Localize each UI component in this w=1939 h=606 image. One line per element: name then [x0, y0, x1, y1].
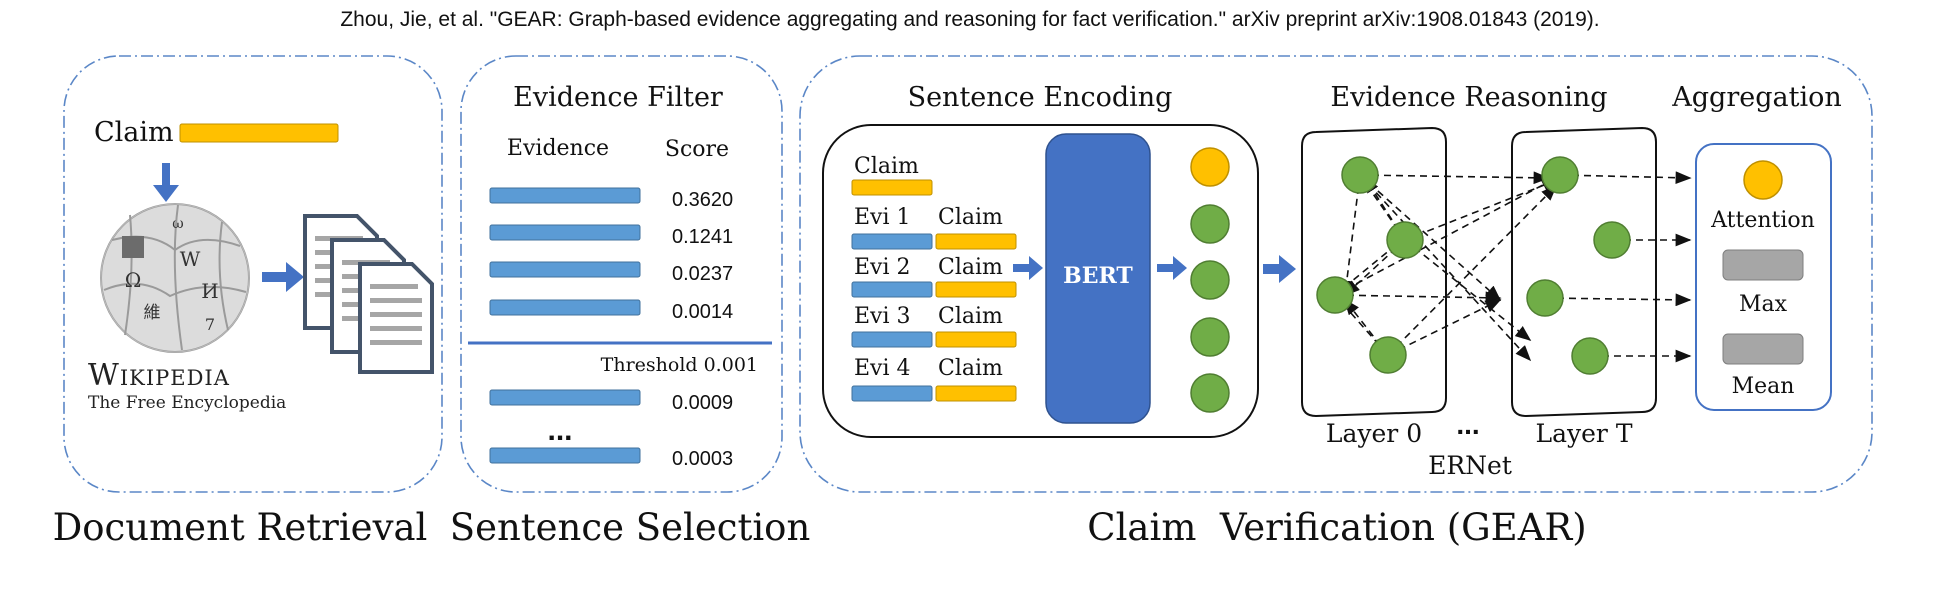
wikipedia-globe-icon: Ω W И 維 7 ω — [100, 203, 250, 353]
evidence-bar — [489, 261, 641, 278]
claim-bar — [935, 385, 1017, 402]
encoder-claim-label: Claim — [854, 154, 919, 179]
right-arrow-icon — [1013, 256, 1043, 280]
svg-text:W: W — [180, 247, 201, 271]
evidence-bar — [851, 331, 933, 348]
threshold-label: Threshold 0.001 — [601, 354, 758, 376]
wikipedia-tagline: The Free Encyclopedia — [88, 393, 286, 413]
bert-label: BERT — [1063, 263, 1133, 289]
mean-pool-block — [1722, 333, 1804, 365]
attention-label: Attention — [1710, 208, 1815, 233]
graph-node — [1526, 279, 1564, 317]
evidence-embedding-node — [1190, 260, 1230, 300]
evidence-embedding-node — [1190, 317, 1230, 357]
claim-verification-caption: Claim Verification (GEAR) — [1087, 506, 1586, 549]
graph-node — [1593, 221, 1631, 259]
evidence-label: Evi 1 — [854, 205, 911, 230]
svg-text:Ω: Ω — [125, 268, 142, 292]
evidence-filter-title: Evidence Filter — [513, 82, 723, 113]
evidence-bar — [851, 281, 933, 298]
wikipedia-wordmark: Wikipedia — [88, 358, 230, 393]
svg-text:維: 維 — [144, 303, 161, 323]
bert-block — [1045, 133, 1151, 424]
aggregation-title: Aggregation — [1671, 82, 1841, 113]
evidence-bar — [851, 385, 933, 402]
claim-bar — [851, 179, 933, 196]
graph-node — [1316, 276, 1354, 314]
svg-text:ω: ω — [172, 216, 183, 232]
pair-claim-label: Claim — [938, 205, 1003, 230]
graph-node — [1341, 156, 1379, 194]
claim-bar — [935, 331, 1017, 348]
evidence-bar — [489, 389, 641, 406]
evidence-column-header: Evidence — [507, 136, 609, 161]
claim-embedding-node — [1190, 147, 1230, 187]
evidence-label: Evi 4 — [854, 356, 911, 381]
evidence-bar — [489, 447, 641, 464]
graph-node — [1369, 336, 1407, 374]
ernet-label: ERNet — [1428, 451, 1512, 480]
attention-node — [1743, 160, 1783, 200]
pair-claim-label: Claim — [938, 255, 1003, 280]
mean-label: Mean — [1732, 374, 1795, 399]
layer-t-label: Layer T — [1536, 419, 1633, 448]
claim-verification-panel — [799, 55, 1873, 493]
claim-bar — [935, 233, 1017, 250]
evidence-embedding-node — [1190, 204, 1230, 244]
sentence-selection-caption: Sentence Selection — [450, 506, 811, 549]
right-arrow-icon — [262, 262, 304, 292]
documents-icon — [303, 214, 434, 374]
sentence-selection-panel — [460, 55, 783, 493]
evidence-bar — [851, 233, 933, 250]
evidence-bar — [489, 299, 641, 316]
evidence-score: 0.1241 — [672, 226, 733, 248]
evidence-reasoning-title: Evidence Reasoning — [1330, 82, 1607, 113]
evidence-score: 0.0003 — [672, 448, 733, 470]
max-pool-block — [1722, 249, 1804, 281]
claim-bar — [935, 281, 1017, 298]
graph-node — [1386, 221, 1424, 259]
evidence-label: Evi 2 — [854, 255, 911, 280]
max-label: Max — [1739, 292, 1788, 317]
claim-label: Claim — [94, 117, 174, 148]
evidence-embedding-node — [1190, 373, 1230, 413]
evidence-bar — [489, 187, 641, 204]
evidence-bar — [489, 224, 641, 241]
right-arrow-icon — [1157, 256, 1187, 280]
evidence-score: 0.0009 — [672, 392, 733, 414]
layer-dots: ... — [1456, 409, 1479, 440]
sentence-encoding-title: Sentence Encoding — [908, 82, 1173, 113]
graph-node — [1571, 337, 1609, 375]
document-retrieval-caption: Document Retrieval — [53, 506, 428, 549]
score-column-header: Score — [665, 137, 729, 162]
graph-node — [1541, 156, 1579, 194]
claim-bar — [179, 123, 339, 143]
right-arrow-icon — [1263, 255, 1296, 283]
evidence-score: 0.0014 — [672, 301, 733, 323]
evidence-score: 0.3620 — [672, 189, 733, 211]
evidence-score: 0.0237 — [672, 263, 733, 285]
pair-claim-label: Claim — [938, 304, 1003, 329]
layer-0-label: Layer 0 — [1326, 419, 1422, 448]
ellipsis: ... — [547, 414, 572, 447]
pair-claim-label: Claim — [938, 356, 1003, 381]
document-retrieval-panel — [63, 55, 443, 493]
svg-text:И: И — [201, 279, 218, 303]
down-arrow-icon — [153, 163, 179, 202]
citation-text: Zhou, Jie, et al. "GEAR: Graph-based evi… — [340, 8, 1599, 31]
evidence-label: Evi 3 — [854, 304, 911, 329]
svg-text:7: 7 — [205, 315, 215, 334]
